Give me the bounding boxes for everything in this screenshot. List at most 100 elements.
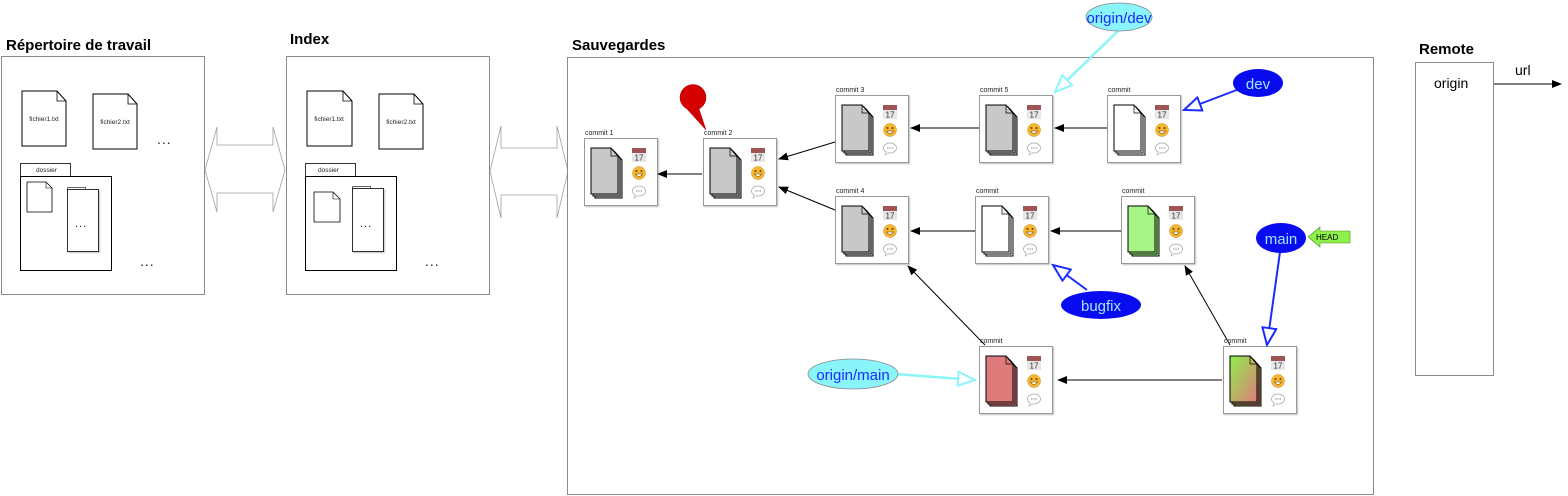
branch-origin-main[interactable]: origin/main bbox=[807, 358, 975, 390]
comment-icon bbox=[1027, 142, 1041, 156]
comment-icon bbox=[1169, 243, 1183, 257]
file-icon[interactable]: fichier1.txt bbox=[306, 90, 353, 147]
ellipsis: ... bbox=[140, 253, 155, 269]
calendar-day: 17 bbox=[1172, 212, 1181, 221]
commit-label: commit 5 bbox=[980, 87, 1009, 94]
calendar-day: 17 bbox=[1030, 362, 1039, 371]
comment-icon bbox=[883, 243, 897, 257]
folder-name: dossier bbox=[36, 167, 58, 174]
file-stack-icon bbox=[709, 147, 742, 199]
smiley-icon bbox=[883, 224, 897, 238]
tag-icon bbox=[679, 84, 707, 131]
file-name: fichier2.txt bbox=[386, 119, 416, 126]
file-icon[interactable]: fichier2.txt bbox=[378, 93, 424, 150]
edge-c3-c2 bbox=[778, 141, 836, 161]
file-stack-icon bbox=[1127, 205, 1160, 257]
head-arrow-icon bbox=[1307, 226, 1351, 248]
comment-icon bbox=[1155, 142, 1169, 156]
branch-main[interactable]: main bbox=[1256, 223, 1306, 345]
ellipsis: ... bbox=[360, 218, 372, 230]
double-arrow-icon bbox=[204, 126, 286, 213]
calendar-day: 17 bbox=[886, 212, 895, 221]
head-label: HEAD bbox=[1316, 233, 1338, 242]
commit-label: commit bbox=[1108, 87, 1131, 94]
file-stack-icon bbox=[590, 147, 623, 199]
remote-url-label: url bbox=[1515, 62, 1531, 78]
file-stack-icon bbox=[985, 104, 1018, 156]
file-stack-icon bbox=[981, 205, 1014, 257]
commit-label: commit bbox=[1122, 188, 1145, 195]
calendar-day: 17 bbox=[1274, 362, 1283, 371]
calendar-icon: 17 bbox=[883, 206, 897, 221]
commit-node[interactable]: commit 17 bbox=[975, 188, 1049, 264]
commit-edges bbox=[657, 80, 1562, 384]
calendar-day: 17 bbox=[1030, 111, 1039, 120]
commit-label: commit 2 bbox=[704, 130, 733, 137]
double-arrow-icon bbox=[489, 125, 569, 219]
commit-node[interactable]: commit 17 bbox=[1107, 87, 1181, 163]
commit-label: commit bbox=[976, 188, 999, 195]
smiley-icon bbox=[751, 166, 765, 180]
calendar-day: 17 bbox=[635, 154, 644, 163]
branch-origin-dev[interactable]: origin/dev bbox=[1055, 0, 1153, 92]
ellipsis: ... bbox=[75, 218, 87, 230]
folder-name: dossier bbox=[318, 167, 340, 174]
working-directory-panel: Répertoire de travail fichier1.txt fichi… bbox=[1, 37, 205, 295]
branch-label: main bbox=[1265, 231, 1298, 248]
commit-node[interactable]: commit 1 17 bbox=[584, 130, 658, 206]
calendar-icon: 17 bbox=[1023, 206, 1037, 221]
file-stack-icon bbox=[985, 355, 1018, 407]
branch-label: bugfix bbox=[1081, 298, 1122, 315]
commit-node[interactable]: commit 2 17 bbox=[703, 130, 777, 206]
smiley-icon bbox=[1155, 123, 1169, 137]
working-directory-title: Répertoire de travail bbox=[6, 37, 151, 54]
branch-label: dev bbox=[1246, 76, 1271, 93]
commit-label: commit bbox=[1224, 338, 1247, 345]
calendar-day: 17 bbox=[1158, 111, 1167, 120]
index-panel: Index fichier1.txt fichier2.txt dossier … bbox=[286, 31, 490, 295]
remote-origin-label[interactable]: origin bbox=[1434, 75, 1468, 91]
comment-icon bbox=[883, 142, 897, 156]
file-name: fichier1.txt bbox=[29, 116, 59, 123]
file-stack-icon bbox=[841, 104, 874, 156]
calendar-day: 17 bbox=[1026, 212, 1035, 221]
smiley-icon bbox=[1023, 224, 1037, 238]
commit-node[interactable]: commit 4 17 bbox=[835, 188, 909, 264]
branch-bugfix[interactable]: bugfix bbox=[1053, 265, 1141, 319]
remote-panel: Remote origin url bbox=[1415, 41, 1531, 376]
tag-label: 1.0 bbox=[678, 119, 693, 131]
commit-node[interactable]: commit 17 bbox=[1121, 188, 1195, 264]
calendar-icon: 17 bbox=[1027, 105, 1041, 120]
ellipsis: ... bbox=[425, 253, 440, 269]
comment-icon bbox=[1027, 393, 1041, 407]
commit-label: commit 4 bbox=[836, 188, 865, 195]
file-icon[interactable]: fichier2.txt bbox=[92, 93, 138, 150]
commit-node[interactable]: commit 3 17 bbox=[835, 87, 909, 163]
remote-box bbox=[1415, 62, 1494, 376]
head-pointer[interactable]: HEAD bbox=[1307, 226, 1351, 248]
folder-icon[interactable]: dossier ... bbox=[305, 163, 397, 271]
commit-node[interactable]: commit 17 bbox=[1223, 338, 1297, 414]
commit-node[interactable]: commit 5 17 bbox=[979, 87, 1053, 163]
branch-dev[interactable]: dev bbox=[1184, 69, 1283, 110]
saves-title: Sauvegardes bbox=[572, 37, 665, 54]
smiley-icon bbox=[1271, 374, 1285, 388]
calendar-icon: 17 bbox=[1027, 356, 1041, 371]
folder-icon[interactable]: dossier ... bbox=[20, 163, 112, 271]
calendar-icon: 17 bbox=[632, 148, 646, 163]
file-icon[interactable]: fichier1.txt bbox=[21, 90, 67, 147]
calendar-day: 17 bbox=[754, 154, 763, 163]
file-stack-icon bbox=[1229, 355, 1262, 407]
commit-label: commit 3 bbox=[836, 87, 865, 94]
comment-icon bbox=[632, 185, 646, 199]
file-name: fichier1.txt bbox=[314, 116, 344, 123]
tag-marker[interactable]: 1.0 bbox=[678, 84, 707, 131]
calendar-icon: 17 bbox=[1169, 206, 1183, 221]
calendar-icon: 17 bbox=[883, 105, 897, 120]
comment-icon bbox=[1271, 393, 1285, 407]
edge-cmain-cgreen bbox=[1184, 265, 1231, 346]
commit-label: commit 1 bbox=[585, 130, 614, 137]
file-stack-icon bbox=[841, 205, 874, 257]
